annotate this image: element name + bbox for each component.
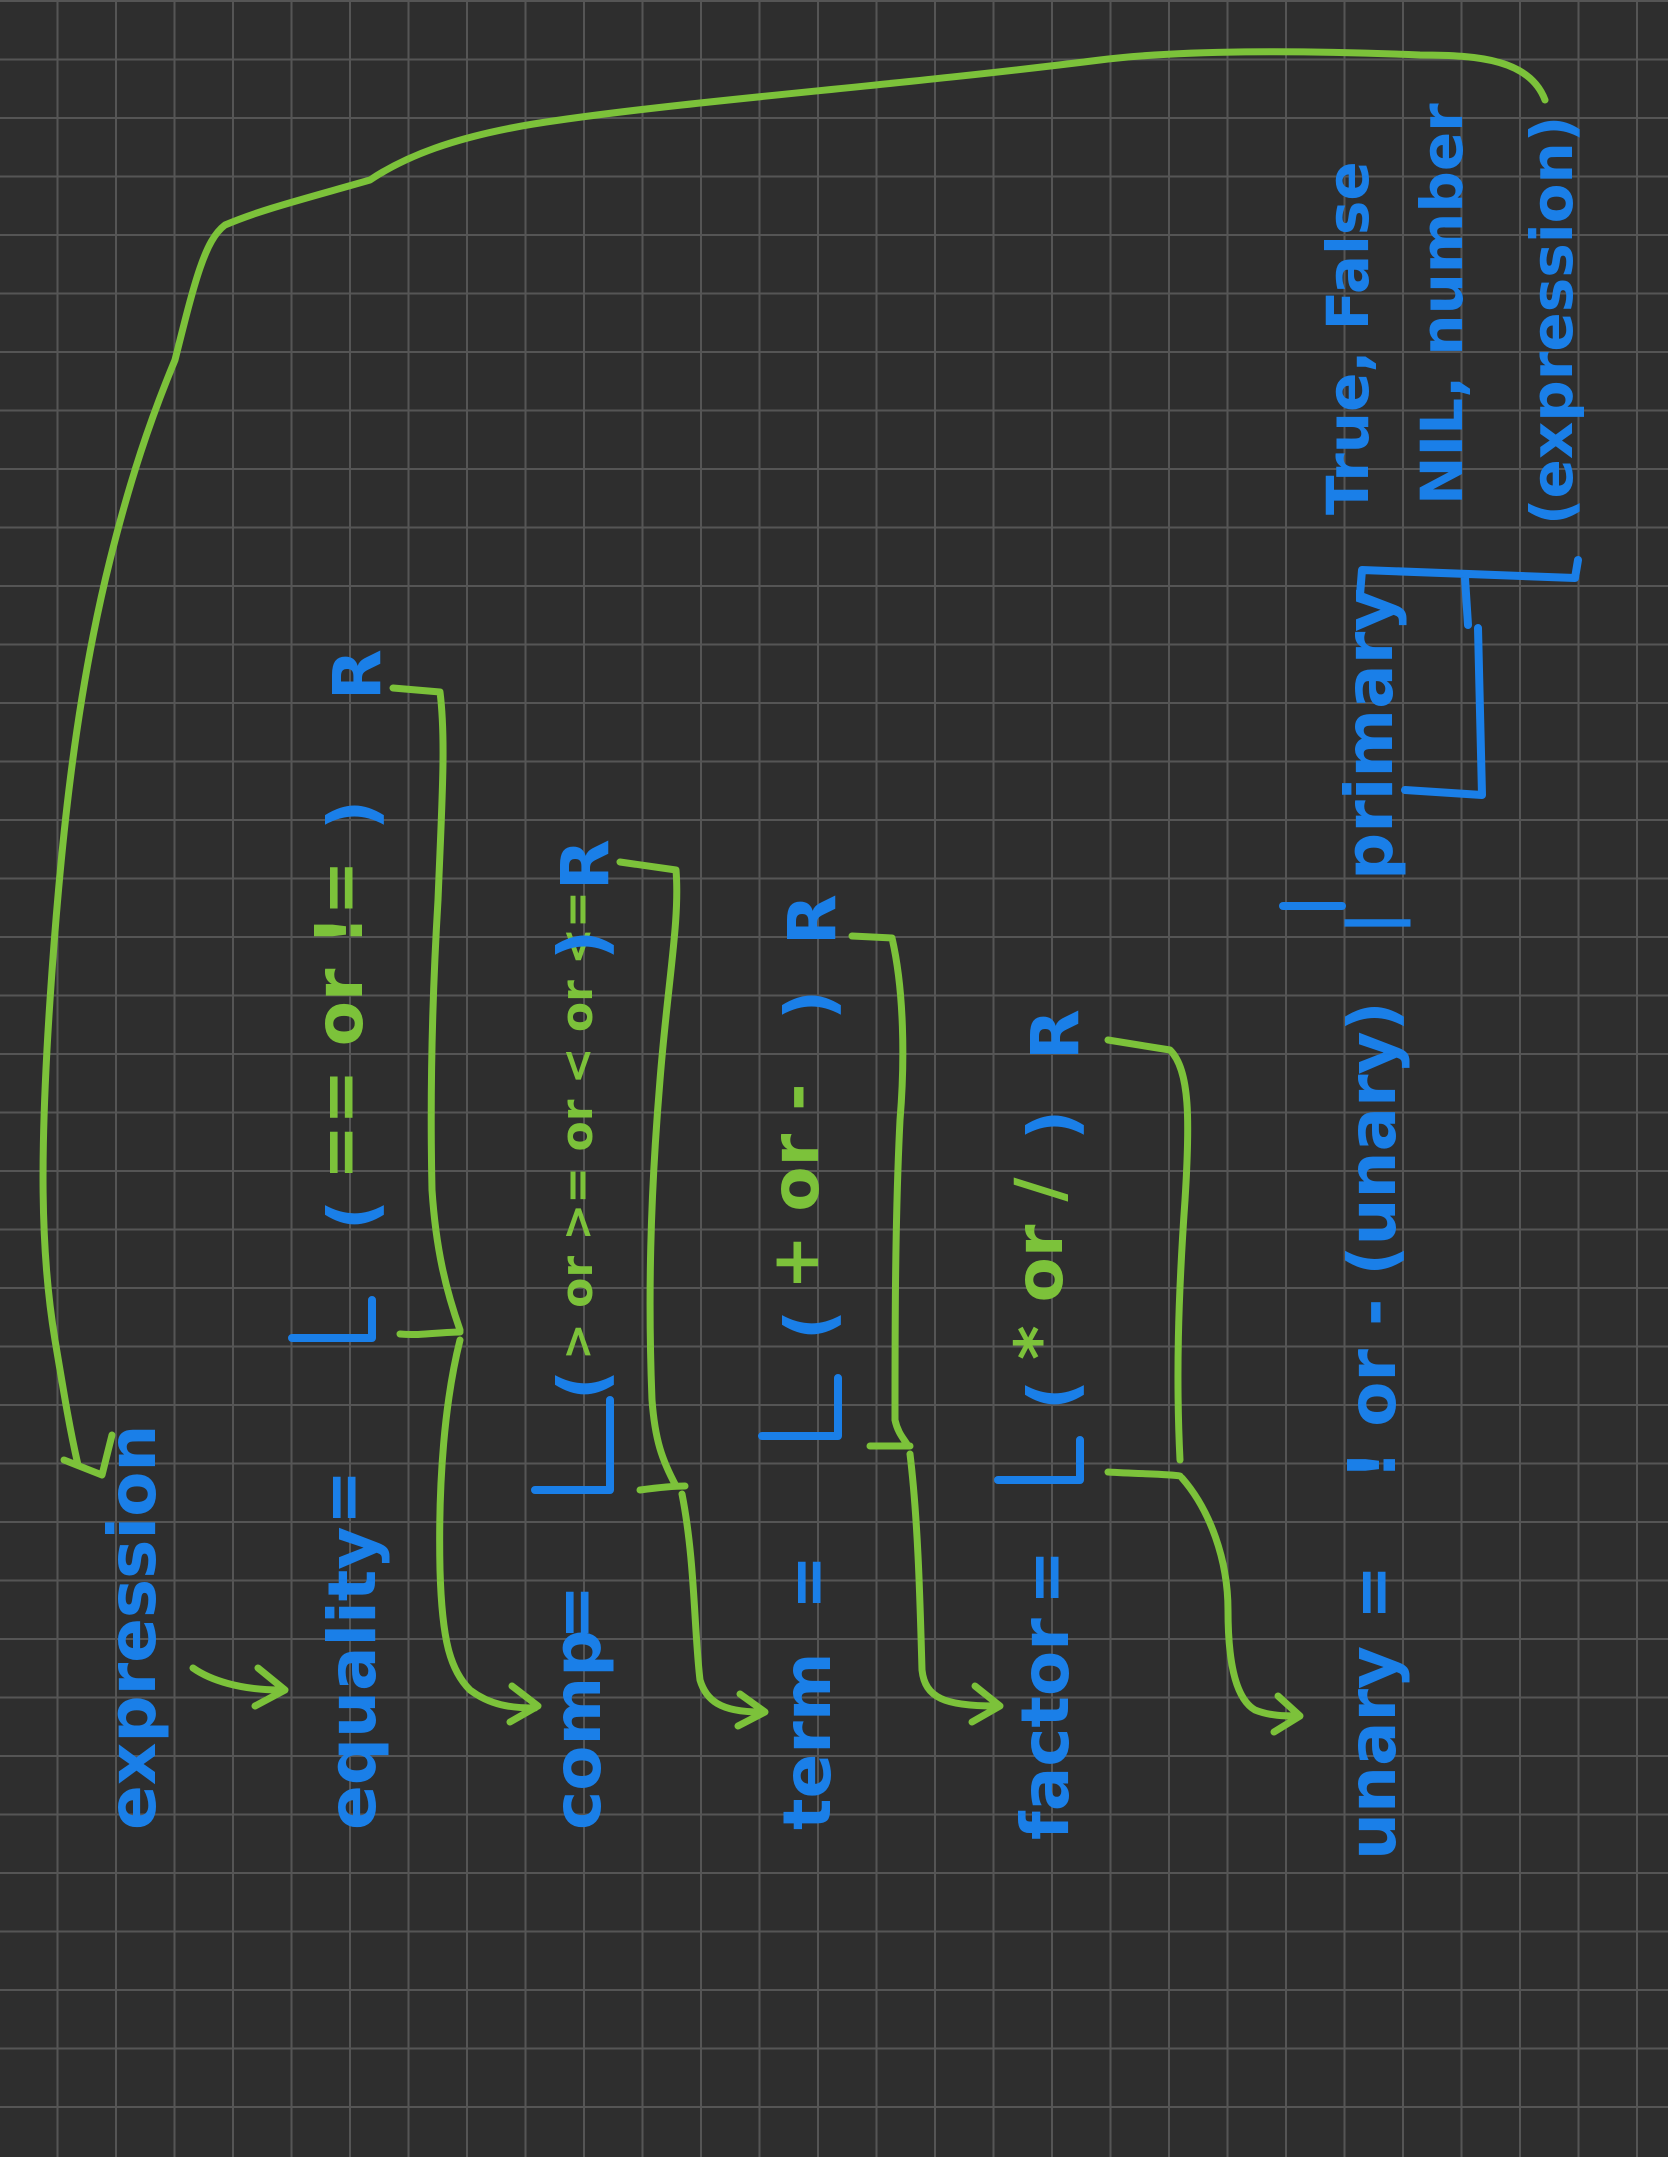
bracket-factor-R-to-L: [1104, 1036, 1192, 1464]
unary-ops: ! or - (unary): [1334, 1001, 1411, 1480]
term-paren-open: (: [771, 1310, 848, 1340]
L-mark-equality: [288, 1296, 376, 1342]
arrowhead-comp: [506, 1682, 542, 1726]
L-mark-factor: [994, 1436, 1084, 1484]
bracket-factor-L-stub: [1104, 1468, 1184, 1480]
rule-factor-label: factor: [1007, 1618, 1084, 1840]
factor-R: R: [1017, 1009, 1094, 1060]
L-mark-term: [758, 1374, 842, 1440]
rule-expression-label: expression: [94, 1425, 171, 1830]
rule-term-label: term: [769, 1652, 846, 1830]
equality-paren-close: ): [314, 800, 391, 830]
bracket-comp-L-stub: [636, 1482, 689, 1494]
bracket-comp-R-to-L: [616, 858, 681, 1490]
arrowhead-term: [734, 1690, 769, 1730]
arrow-expression-to-equality: [189, 1664, 284, 1694]
bracket-term-R-to-L: [848, 932, 912, 1450]
primary-option-line1: True, False: [1314, 161, 1382, 515]
L-mark-comp: [531, 1396, 614, 1494]
primary-option-line2: NIL, number: [1408, 103, 1476, 505]
arrowhead-factor: [968, 1682, 1004, 1726]
arrowhead-equality: [251, 1664, 289, 1710]
loop-arrow-primary-to-expression: [39, 48, 1549, 1469]
primary-option-line3: (expression): [1518, 116, 1586, 525]
loop-arrowhead: [60, 1431, 116, 1479]
term-ops: + or -: [757, 1083, 834, 1290]
comp-equals-sign: =: [537, 1585, 614, 1640]
arrowhead-unary: [1270, 1692, 1304, 1736]
comp-paren-open: (: [544, 1370, 621, 1400]
term-equals-sign: =: [769, 1555, 846, 1610]
arrow-comp-to-term: [678, 1490, 764, 1716]
unary-separator: |: [1334, 911, 1412, 935]
rule-equality-label: equality: [314, 1527, 391, 1830]
arrow-factor-to-unary: [1178, 1474, 1302, 1720]
arrow-equality-to-comp: [436, 1336, 539, 1712]
rule-unary-label: unary: [1334, 1646, 1411, 1860]
primary-options-bracket: [1356, 556, 1582, 799]
comp-paren-close: ): [544, 930, 621, 960]
factor-ops: * or /: [1001, 1177, 1078, 1360]
rule-comp-label: comp: [539, 1630, 616, 1830]
bracket-equality-R-to-L: [389, 684, 464, 1334]
comp-ops: > or >= or < or <=: [552, 891, 603, 1360]
bracket-equality-L-stub: [396, 1328, 464, 1339]
factor-equals-sign: =: [1007, 1550, 1084, 1605]
equality-ops: == or !=: [301, 860, 378, 1180]
unary-primary-label: primary: [1331, 589, 1408, 880]
arrow-term-to-factor: [906, 1450, 999, 1710]
equality-paren-open: (: [314, 1200, 391, 1230]
term-R: R: [774, 894, 851, 945]
unary-equals-sign: =: [1334, 1565, 1411, 1620]
comp-R: R: [547, 839, 624, 890]
term-paren-close: ): [771, 990, 848, 1020]
equality-R: R: [319, 649, 396, 700]
equality-equals-sign: =: [304, 1470, 381, 1525]
factor-paren-open: (: [1014, 1380, 1091, 1410]
factor-paren-close: ): [1014, 1110, 1091, 1140]
